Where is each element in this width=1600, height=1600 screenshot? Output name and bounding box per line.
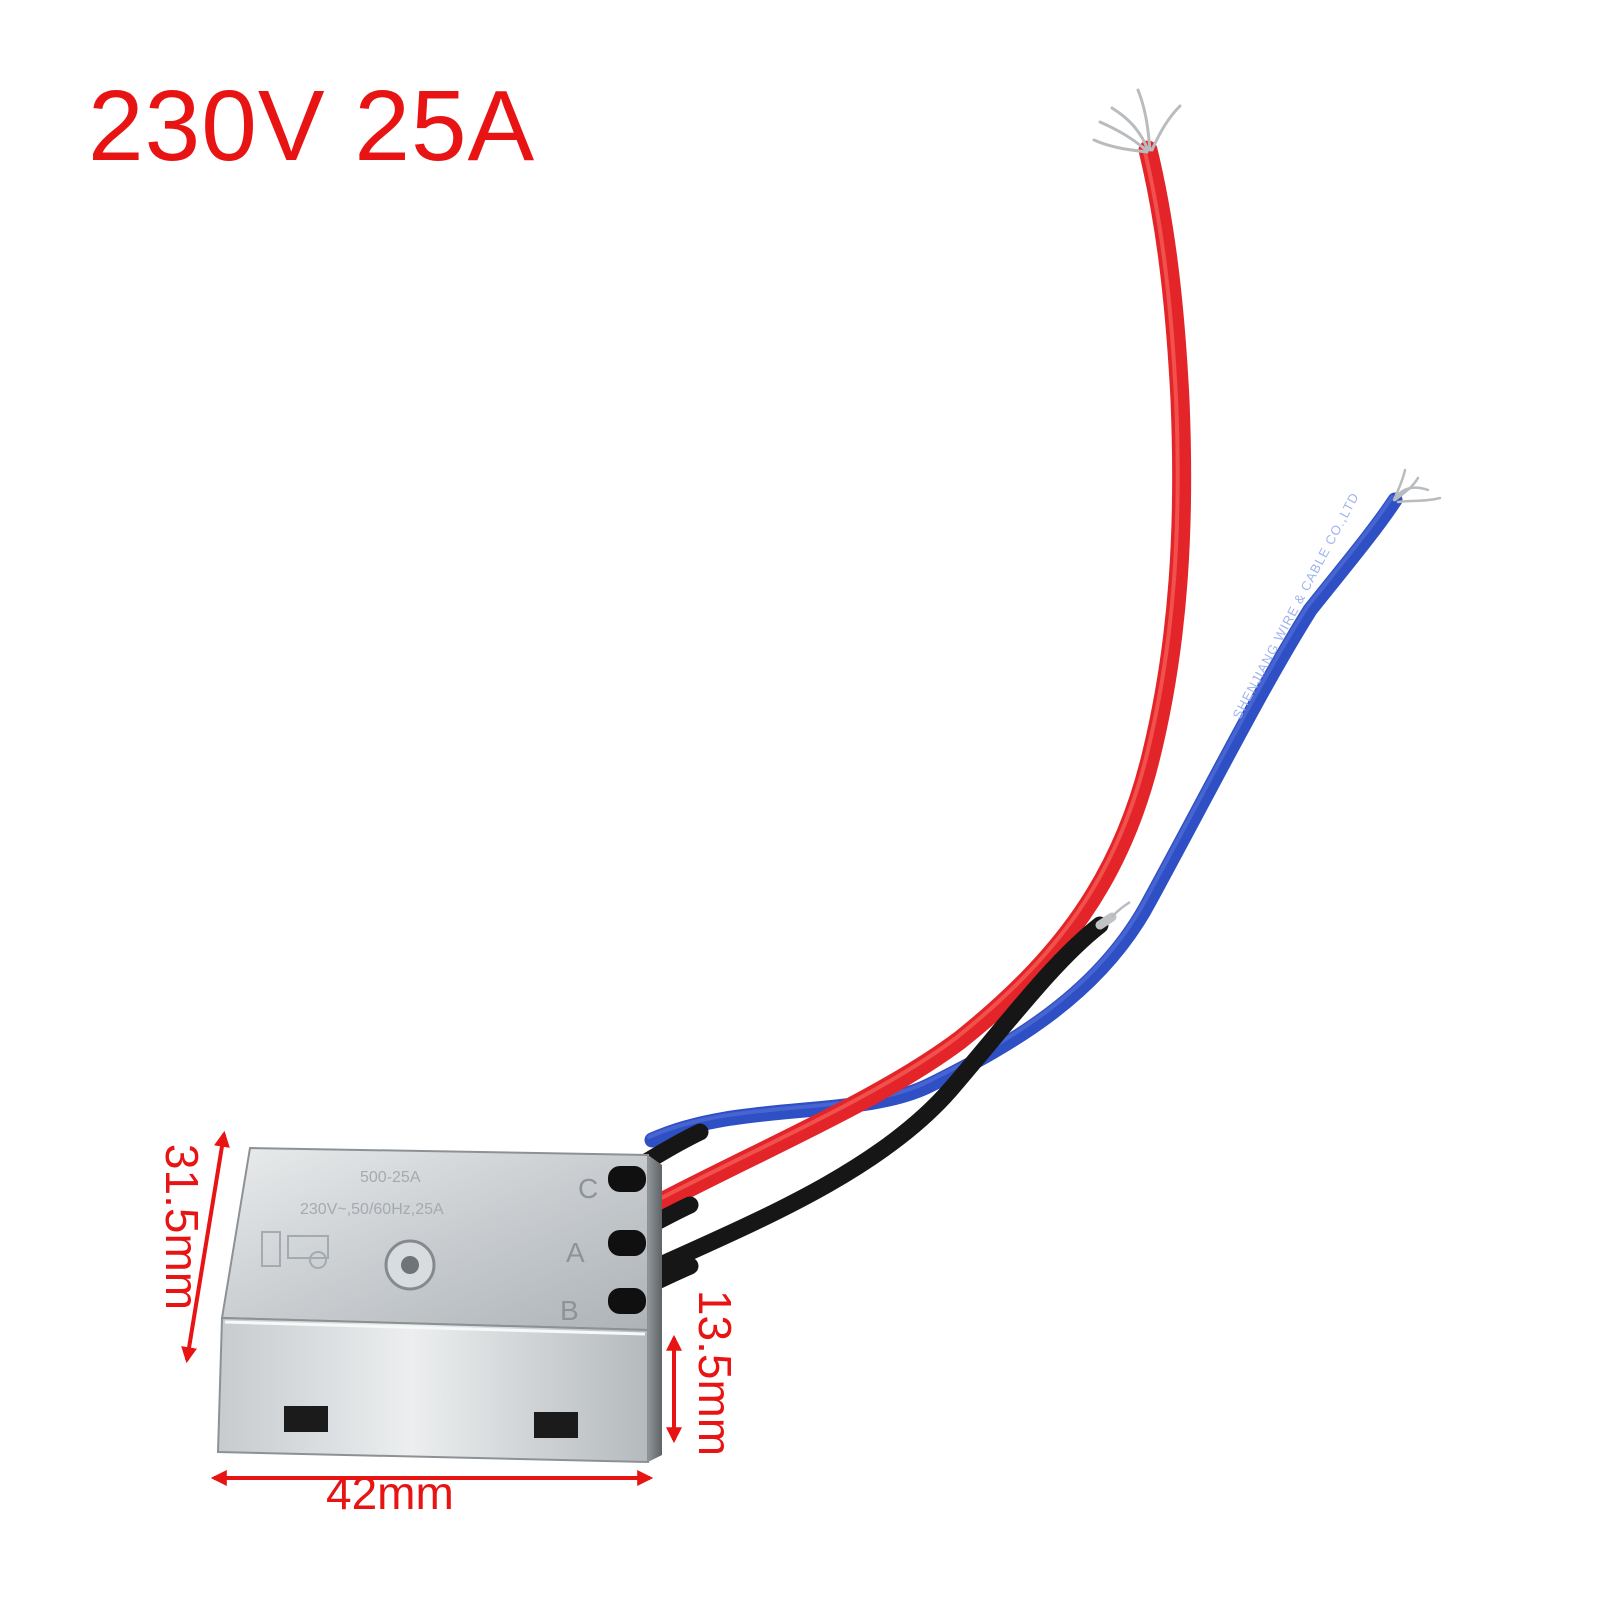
black-wire	[645, 916, 1109, 1277]
dimension-arrows	[181, 1130, 682, 1486]
height-dimension-label: 31.5mm	[156, 1143, 208, 1311]
red-wire	[644, 140, 1192, 1216]
terminal-label-a: A	[566, 1237, 585, 1268]
housing-rating-text: 230V~,50/60Hz,25A	[300, 1201, 444, 1218]
mount-slot-right	[534, 1412, 578, 1438]
mount-slot-left	[284, 1406, 328, 1432]
switch-housing: 500-25A 230V~,50/60Hz,25A C A B	[216, 1146, 662, 1464]
red-wire-strands	[1092, 88, 1182, 154]
terminal-label-b: B	[560, 1295, 579, 1326]
housing-model-text: 500-25A	[360, 1169, 421, 1186]
blue-wire-strands	[1392, 468, 1442, 504]
housing-logo	[261, 1231, 329, 1269]
height-arrow	[181, 1130, 230, 1364]
blue-wire	[644, 492, 1403, 1148]
depth-dimension-label: 13.5mm	[689, 1289, 741, 1457]
cable-print-text: SHENJIANG WIRE & CABLE CO.,LTD	[1229, 490, 1362, 722]
terminal-label-c: C	[578, 1173, 598, 1204]
width-dimension-label: 42mm	[326, 1467, 454, 1519]
voltage-current-title: 230V 25A	[88, 70, 536, 182]
